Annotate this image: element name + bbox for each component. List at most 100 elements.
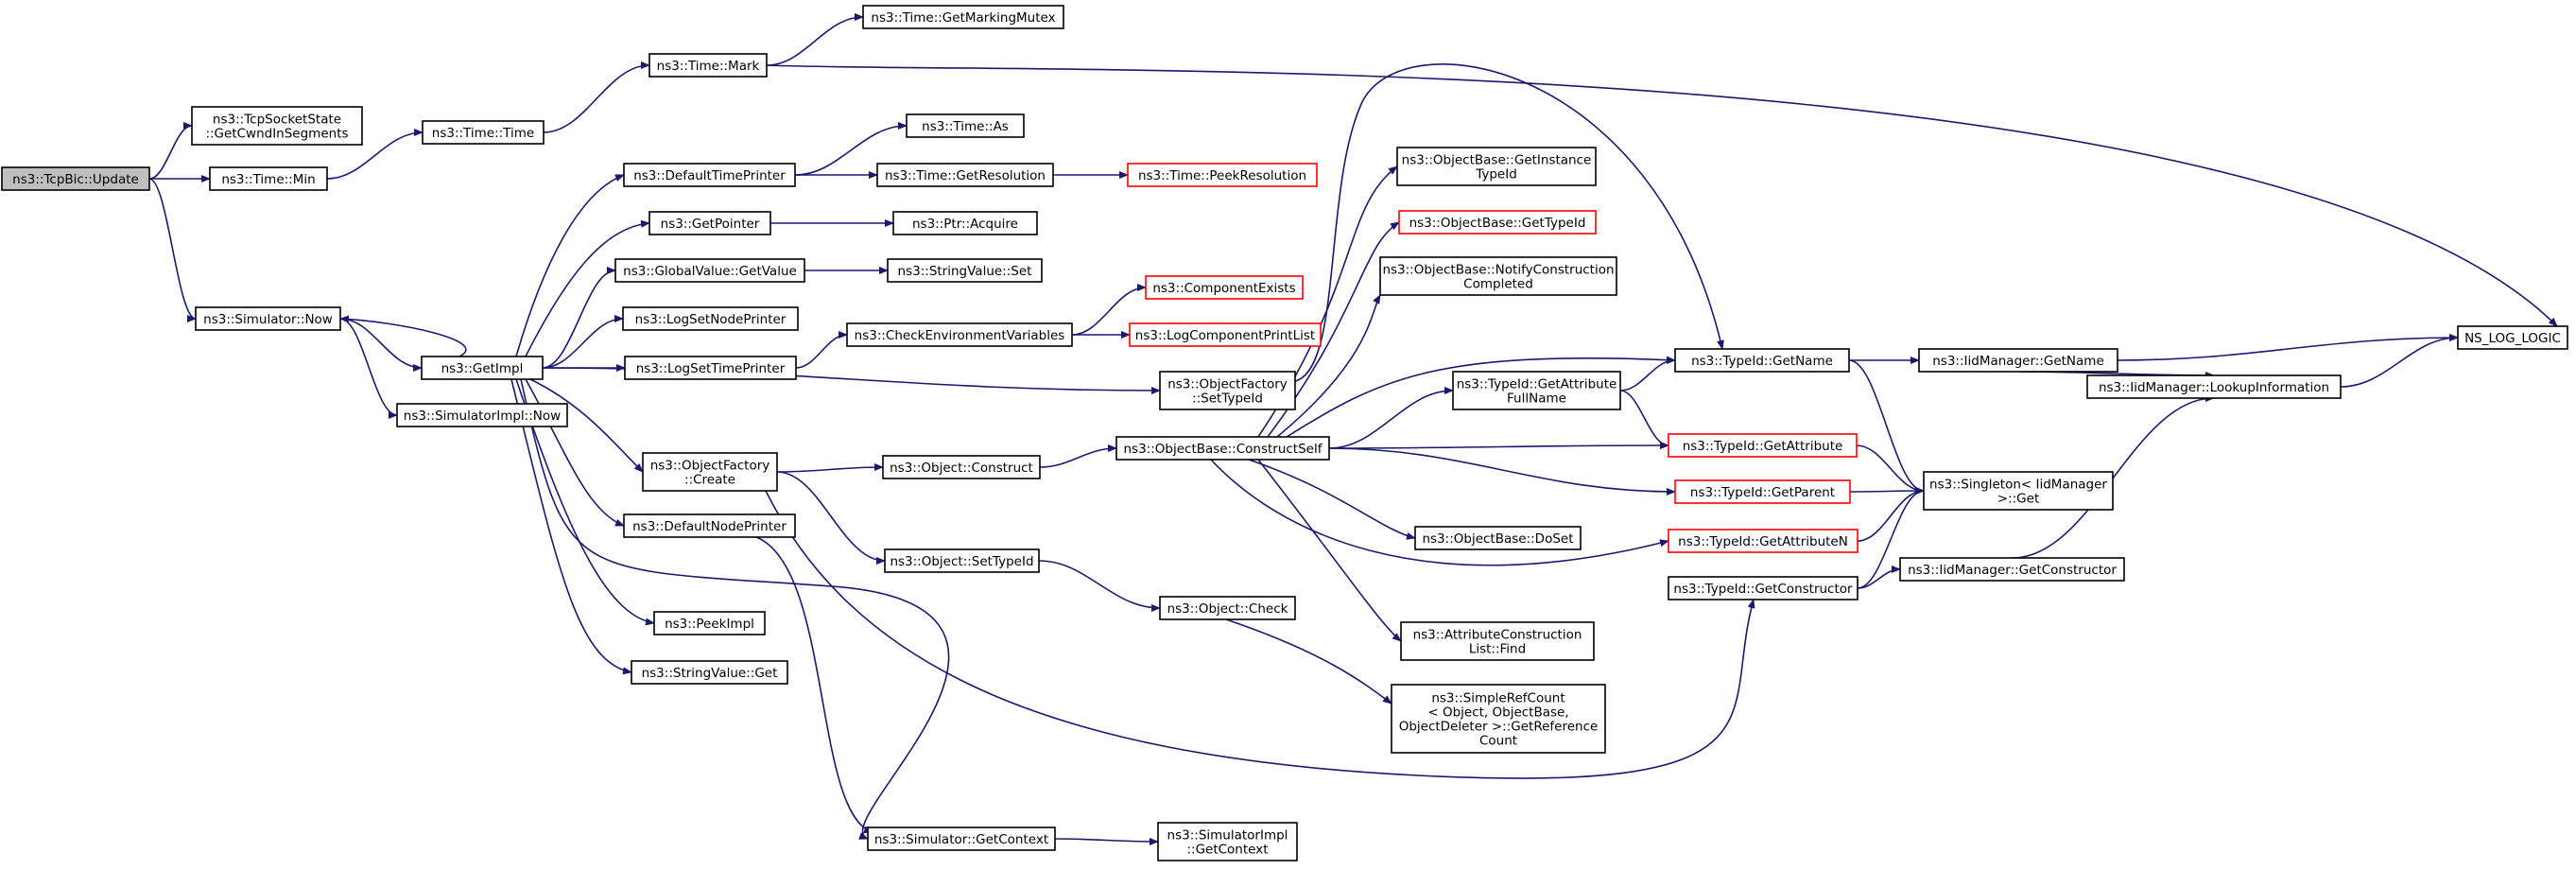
node-iidmanager-lookupinformation[interactable]: ns3::IidManager::LookupInformation <box>2086 374 2342 399</box>
edge-tcpbic_update-to-tcpsocketstate_getcwnd <box>148 122 193 180</box>
node-box <box>623 163 796 187</box>
node-objectfactory-settypeid[interactable]: ns3::ObjectFactory::SetTypeId <box>1159 371 1296 410</box>
node-time-min[interactable]: ns3::Time::Min <box>209 166 328 191</box>
node-box <box>1452 371 1621 410</box>
node-label: ns3::IidManager::LookupInformation <box>2099 380 2329 395</box>
node-label: ns3::PeekImpl <box>665 617 754 632</box>
node-box <box>1129 322 1322 347</box>
edge-getimpl-to-stringvalue_get <box>510 378 632 675</box>
node-typeid-getattribute[interactable]: ns3::TypeId::GetAttribute <box>1668 433 1858 458</box>
node-iidmanager-getconstructor[interactable]: ns3::IidManager::GetConstructor <box>1899 557 2125 582</box>
node-box <box>876 163 1054 187</box>
node-typeid-getname[interactable]: ns3::TypeId::GetName <box>1674 348 1850 373</box>
node-singleton-get[interactable]: ns3::Singleton< IidManager>::Get <box>1923 471 2114 511</box>
node-label: ns3::Singleton< IidManager <box>1929 478 2107 493</box>
node-box <box>882 455 1041 479</box>
node-box <box>1400 621 1595 661</box>
node-objectbase-notifyconstruction[interactable]: ns3::ObjectBase::NotifyConstructionCompl… <box>1379 256 1617 296</box>
node-label: ns3::IidManager::GetConstructor <box>1908 563 2117 578</box>
node-box <box>195 306 341 331</box>
node-defaulttimeprinter[interactable]: ns3::DefaultTimePrinter <box>623 163 796 187</box>
edge-time_mark-to-ns_log_logic <box>766 64 2558 327</box>
edge-iidmanager_getname-to-ns_log_logic <box>2117 334 2459 361</box>
node-peekimpl[interactable]: ns3::PeekImpl <box>653 611 766 635</box>
node-simulator-now[interactable]: ns3::Simulator::Now <box>195 306 341 331</box>
node-object-construct[interactable]: ns3::Object::Construct <box>882 455 1041 479</box>
node-label: ns3::Time::Min <box>221 172 315 187</box>
node-getpointer[interactable]: ns3::GetPointer <box>648 211 771 235</box>
node-tcpsocketstate-getcwnd[interactable]: ns3::TcpSocketState::GetCwndInSegments <box>191 106 363 146</box>
edge-defaultnodeprinter-to-simulator_getcontext <box>755 536 873 834</box>
edge-objectfactory_settypeid-to-typeid_getname <box>1294 63 1724 382</box>
node-logsetnodeprinter[interactable]: ns3::LogSetNodePrinter <box>622 306 799 331</box>
node-object-settypeid[interactable]: ns3::Object::SetTypeId <box>884 548 1040 573</box>
node-componentexists[interactable]: ns3::ComponentExists <box>1145 275 1304 300</box>
node-time-time[interactable]: ns3::Time::Time <box>422 120 545 145</box>
node-iidmanager-getname[interactable]: ns3::IidManager::GetName <box>1918 348 2118 373</box>
node-objectbase-constructself[interactable]: ns3::ObjectBase::ConstructSelf <box>1115 436 1330 461</box>
node-label: ns3::ObjectFactory <box>1167 377 1288 392</box>
node-label: ns3::StringValue::Get <box>642 666 778 681</box>
edge-getimpl-to-defaulttimeprinter <box>515 174 625 357</box>
node-simplerefcount[interactable]: ns3::SimpleRefCount< Object, ObjectBase,… <box>1391 684 1606 754</box>
node-label: ns3::Object::SetTypeId <box>890 554 1033 569</box>
node-objectfactory-create[interactable]: ns3::ObjectFactory::Create <box>642 452 778 492</box>
node-typeid-getattributen[interactable]: ns3::TypeId::GetAttributeN <box>1668 529 1859 553</box>
node-box <box>1923 471 2114 511</box>
node-time-getresolution[interactable]: ns3::Time::GetResolution <box>876 163 1054 187</box>
node-logcomponentprintlist[interactable]: ns3::LogComponentPrintList <box>1129 322 1322 347</box>
node-ptr-acquire[interactable]: ns3::Ptr::Acquire <box>892 211 1038 235</box>
edge-objectfactory_create-to-typeid_getconstructor <box>765 490 1755 779</box>
node-typeid-getconstructor[interactable]: ns3::TypeId::GetConstructor <box>1668 576 1859 600</box>
node-typeid-getparent[interactable]: ns3::TypeId::GetParent <box>1674 479 1851 504</box>
node-simulatorimpl-now[interactable]: ns3::SimulatorImpl::Now <box>396 403 568 427</box>
edge-tcpbic_update-to-simulator_now <box>148 178 197 322</box>
node-time-mark[interactable]: ns3::Time::Mark <box>648 53 768 78</box>
edge-defaulttimeprinter-to-time_as <box>794 122 908 176</box>
node-label: ns3::StringValue::Set <box>898 264 1032 279</box>
node-label: ns3::Object::Construct <box>890 461 1033 476</box>
edge-typeid_getconstructor-to-iidmanager_getconstructor <box>1857 566 1901 589</box>
node-time-getmarkingmutex[interactable]: ns3::Time::GetMarkingMutex <box>862 5 1064 29</box>
node-box <box>1414 526 1582 550</box>
node-box <box>862 5 1064 29</box>
node-label: ns3::DefaultTimePrinter <box>633 168 786 183</box>
node-box <box>2457 325 2568 350</box>
node-label: ns3::ObjectBase::NotifyConstruction <box>1382 263 1614 278</box>
node-object-check[interactable]: ns3::Object::Check <box>1159 596 1296 620</box>
node-getimpl[interactable]: ns3::GetImpl <box>421 356 544 380</box>
node-logsettimeprinter[interactable]: ns3::LogSetTimePrinter <box>624 356 797 380</box>
node-box <box>884 548 1040 573</box>
node-tcpbic-update: ns3::TcpBic::Update <box>1 166 150 191</box>
node-ns-log-logic[interactable]: NS_LOG_LOGIC <box>2457 325 2568 350</box>
node-defaultnodeprinter[interactable]: ns3::DefaultNodePrinter <box>623 513 796 538</box>
edge-typeid_getconstructor-to-singleton_get <box>1857 487 1925 589</box>
node-label: < Object, ObjectBase, <box>1427 705 1568 721</box>
node-label: ns3::Time::Time <box>432 126 534 141</box>
node-globalvalue-getvalue[interactable]: ns3::GlobalValue::GetValue <box>614 258 805 283</box>
node-objectbase-gettypeid[interactable]: ns3::ObjectBase::GetTypeId <box>1398 210 1597 235</box>
edge-objectbase_constructself-to-typeid_getparent <box>1328 447 1676 496</box>
node-label: ns3::ObjectBase::DoSet <box>1422 531 1573 547</box>
node-box <box>906 113 1025 138</box>
node-simulatorimpl-getcontext[interactable]: ns3::SimulatorImpl::GetContext <box>1157 822 1298 861</box>
node-time-as[interactable]: ns3::Time::As <box>906 113 1025 138</box>
node-label: TypeId <box>1475 167 1517 183</box>
node-box <box>1379 256 1617 296</box>
node-label: ns3::LogSetNodePrinter <box>635 312 787 327</box>
node-checkenvvars[interactable]: ns3::CheckEnvironmentVariables <box>846 322 1073 347</box>
node-label: List::Find <box>1469 642 1526 657</box>
node-stringvalue-set[interactable]: ns3::StringValue::Set <box>887 258 1043 283</box>
node-box <box>1918 348 2118 373</box>
node-time-peekresolution[interactable]: ns3::Time::PeekResolution <box>1127 163 1318 187</box>
node-label: >::Get <box>1997 492 2039 507</box>
node-simulator-getcontext[interactable]: ns3::Simulator::GetContext <box>867 826 1056 851</box>
edge-objectbase_constructself-to-typeid_getname <box>1286 356 1676 438</box>
node-stringvalue-get[interactable]: ns3::StringValue::Get <box>631 660 788 685</box>
node-box <box>1159 371 1296 410</box>
node-objectbase-doset[interactable]: ns3::ObjectBase::DoSet <box>1414 526 1582 550</box>
node-label: ns3::Simulator::Now <box>203 312 333 327</box>
